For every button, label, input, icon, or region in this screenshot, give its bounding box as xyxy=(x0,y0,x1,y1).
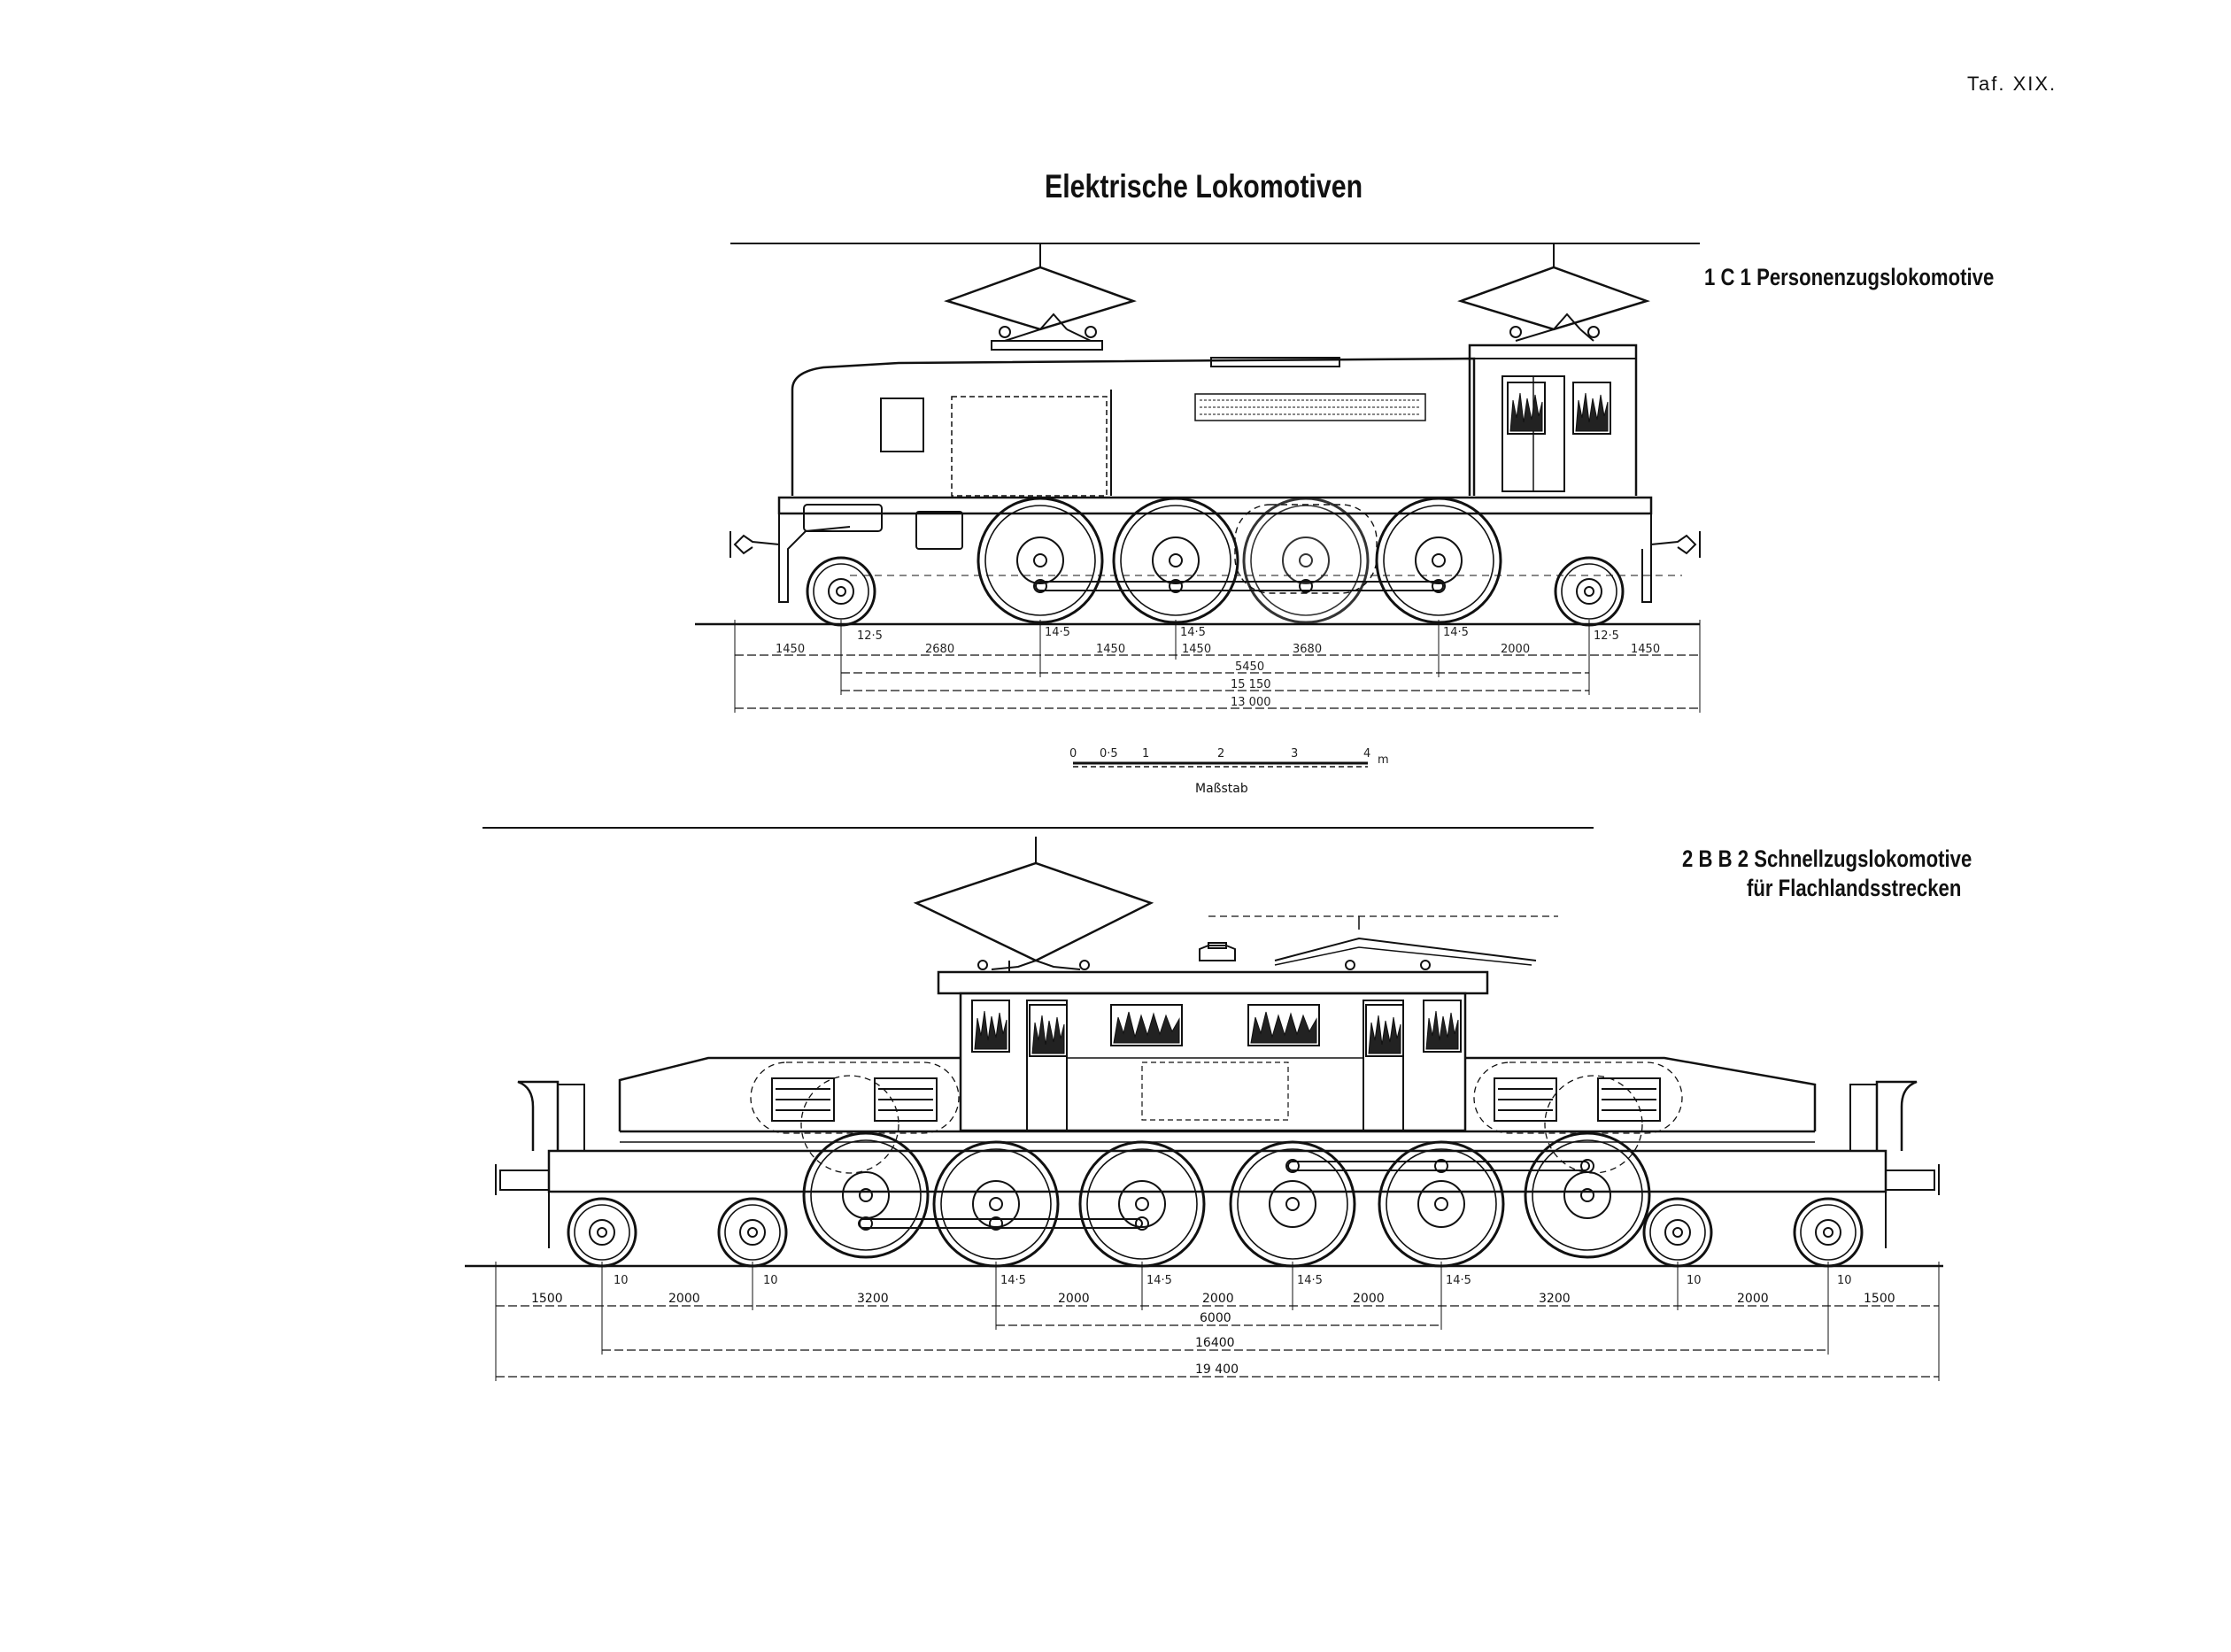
loco1-axle-mark: 12·5 xyxy=(857,629,883,643)
scale-bar: 0 0·5 1 2 3 4 m Maßstab xyxy=(1069,747,1389,796)
loco1-total: 13 000 xyxy=(1231,696,1271,709)
loco2-spacing: 2000 xyxy=(1353,1292,1385,1306)
page-title: Elektrische Lokomotiven xyxy=(1045,168,1363,205)
loco1-spacing: 1450 xyxy=(1096,643,1125,656)
loco2-axle-mark: 14·5 xyxy=(1146,1274,1172,1287)
loco2-axle-mark: 14·5 xyxy=(1297,1274,1323,1287)
loco2-spacing: 3200 xyxy=(857,1292,889,1306)
loco1-dimensions xyxy=(734,620,1701,713)
scale-tick: 1 xyxy=(1142,747,1149,760)
loco1-pantograph-rear xyxy=(1457,243,1650,342)
loco2-spacing: 1500 xyxy=(531,1292,563,1306)
loco2-total: 19 400 xyxy=(1195,1363,1239,1377)
scale-tick: 0·5 xyxy=(1100,747,1118,760)
loco1-spacing: 2000 xyxy=(1501,643,1530,656)
loco2-pantograph xyxy=(913,837,1154,970)
loco2-spacing: 2000 xyxy=(1058,1292,1090,1306)
loco1-spacing: 2680 xyxy=(925,643,954,656)
loco2-dimension-labels: 10 10 14·5 14·5 14·5 14·5 10 10 1500 200… xyxy=(531,1274,1895,1377)
loco1-dimension-labels: 12·5 14·5 14·5 14·5 12·5 1450 2680 1450 … xyxy=(776,626,1660,709)
loco2-spacing: 2000 xyxy=(668,1292,700,1306)
scale-tick: 0 xyxy=(1069,747,1077,760)
loco2-axle-mark: 14·5 xyxy=(1446,1274,1471,1287)
loco1-drawing xyxy=(695,243,1701,627)
loco1-spacing: 1450 xyxy=(1182,643,1211,656)
loco1-spacing: 3680 xyxy=(1293,643,1322,656)
loco2-axle-mark: 10 xyxy=(1837,1274,1852,1287)
loco2-caption-line2: für Flachlandsstrecken xyxy=(1747,875,1962,901)
loco1-total: 5450 xyxy=(1235,660,1264,674)
loco2-spacing: 3200 xyxy=(1539,1292,1571,1306)
plate-number: Taf. XIX. xyxy=(1967,73,2057,95)
loco2-axle-mark: 10 xyxy=(614,1274,629,1287)
loco1-axle-mark: 14·5 xyxy=(1180,626,1206,639)
loco2-dimensions xyxy=(495,1262,1940,1381)
loco2-total: 16400 xyxy=(1195,1336,1235,1350)
loco1-axle-mark: 14·5 xyxy=(1045,626,1070,639)
scale-label: Maßstab xyxy=(1195,782,1248,796)
loco2-axle-mark: 14·5 xyxy=(1000,1274,1026,1287)
loco2-spacing: 1500 xyxy=(1864,1292,1895,1306)
loco2-caption-line1: 2 B B 2 Schnellzugslokomotive xyxy=(1682,845,1972,872)
scale-tick: 3 xyxy=(1291,747,1298,760)
loco1-spacing: 1450 xyxy=(776,643,805,656)
loco1-pantograph-front xyxy=(944,243,1137,351)
loco1-axle-mark: 14·5 xyxy=(1443,626,1469,639)
loco2-axle-mark: 10 xyxy=(1687,1274,1702,1287)
loco1-axle-mark: 12·5 xyxy=(1594,629,1619,643)
loco1-spacing: 1450 xyxy=(1631,643,1660,656)
loco2-pantograph-lowered xyxy=(1208,915,1558,970)
loco2-drawing xyxy=(465,837,1943,1268)
loco2-spacing: 2000 xyxy=(1202,1292,1234,1306)
loco1-total: 15 150 xyxy=(1231,678,1271,691)
loco2-axle-mark: 10 xyxy=(763,1274,778,1287)
scale-tick: 2 xyxy=(1217,747,1224,760)
loco1-caption: 1 C 1 Personenzugslokomotive xyxy=(1704,264,1995,290)
loco2-total: 6000 xyxy=(1200,1311,1231,1325)
loco2-spacing: 2000 xyxy=(1737,1292,1769,1306)
scale-tick: 4 xyxy=(1363,747,1370,760)
scale-unit: m xyxy=(1378,753,1389,767)
